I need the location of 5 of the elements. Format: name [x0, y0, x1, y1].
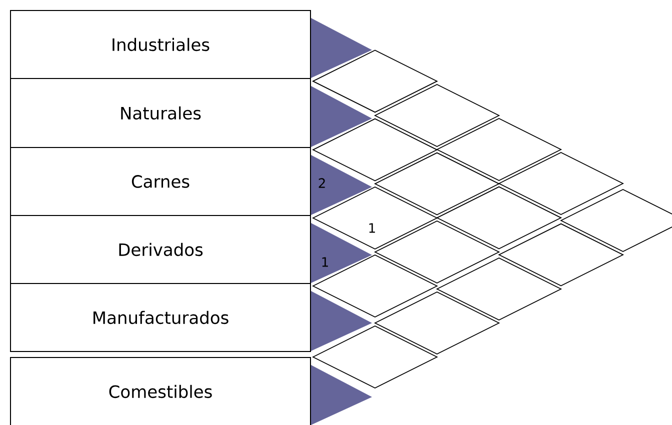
rating-number: 1 — [369, 223, 375, 233]
category-box: Comestibles — [10, 357, 311, 425]
rating-number: 2 — [318, 178, 325, 188]
rating-number: 1 — [322, 257, 328, 267]
category-box: Industriales — [10, 10, 311, 79]
